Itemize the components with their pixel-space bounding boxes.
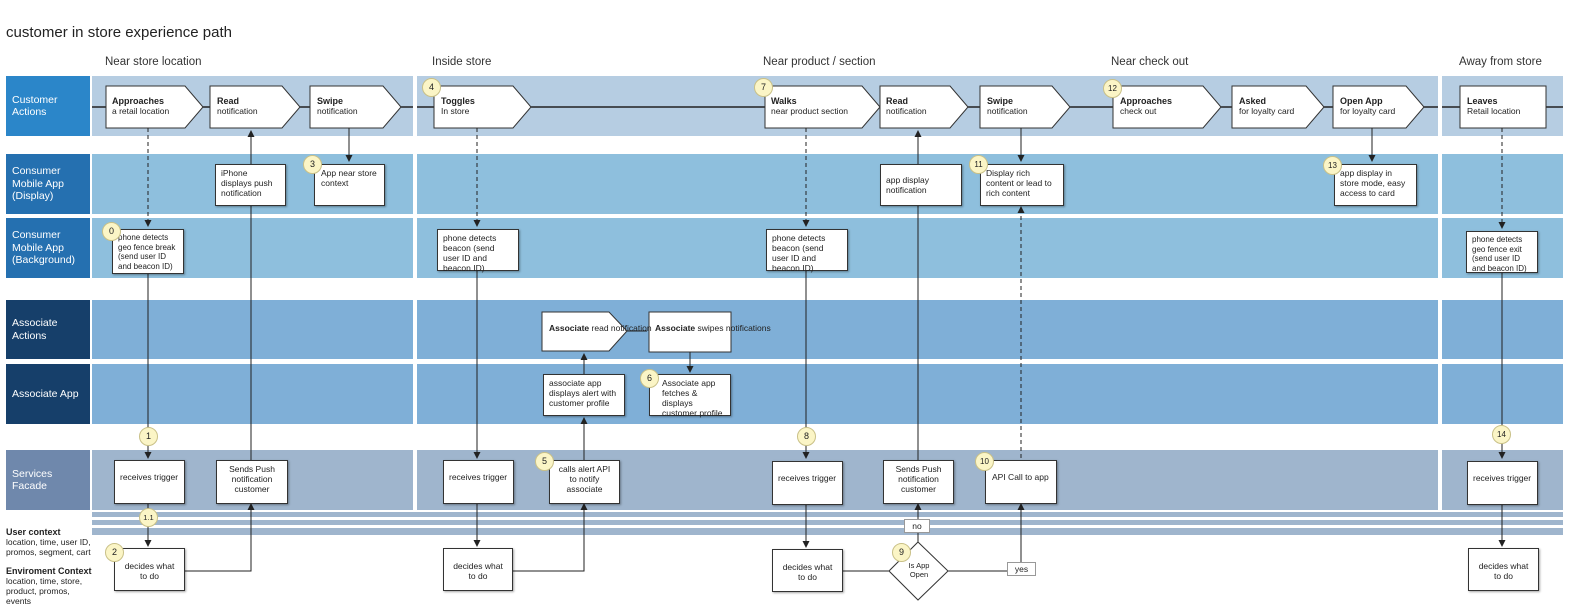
step-marker-4: 4 [422,78,441,97]
lane-label-background: Consumer Mobile App (Background) [6,218,90,278]
lane-label-services: Services Facade [6,450,90,510]
decision-is-app-open: Is App Open [908,561,930,579]
step-marker-13: 13 [1323,156,1342,175]
box-decides-4: decides what to do [1468,548,1539,591]
user-context-text: location, time, user ID, promos, segment… [6,537,91,557]
associate-read-notification: Associate read notification [549,323,652,333]
box-calls-alert-api: calls alert API to notify associate [549,460,620,504]
phase-near-product: Near product / section [763,56,876,68]
step-marker-12: 12 [1103,79,1122,98]
phase-near-checkout: Near check out [1111,56,1189,68]
diagram-title: customer in store experience path [6,24,232,41]
box-geo-fence-break: phone detects geo fence break (send user… [112,229,184,274]
phase-away-from-store: Away from store [1459,56,1542,68]
phase-inside-store: Inside store [432,56,492,68]
box-decides-1: decides what to do [114,548,185,591]
step-marker-1-1: 1.1 [139,508,158,527]
box-receives-trigger-4: receives trigger [1467,461,1538,505]
decision-no-label: no [904,519,930,533]
step-marker-10: 10 [975,452,994,471]
box-associate-fetch: Associate app fetches & displays custome… [649,374,731,418]
step-marker-1: 1 [139,427,158,446]
step-marker-5: 5 [535,452,554,471]
box-receives-trigger-3: receives trigger [772,461,843,505]
box-app-near-store: App near store context [314,164,385,206]
user-context: User context location, time, user ID, pr… [6,527,94,557]
step-marker-7: 7 [754,78,773,97]
step-marker-3: 3 [303,155,322,174]
box-decides-2: decides what to do [443,548,513,591]
box-receives-trigger-1: receives trigger [114,460,185,504]
box-beacon-detect-2: phone detects beacon (send user ID and b… [766,229,848,273]
environment-context-text: location, time, store, product, promos, … [6,576,83,606]
box-store-mode: app display in store mode, easy access t… [1334,164,1417,206]
box-sends-push-2: Sends Push notification customer [883,460,954,504]
box-api-call: API Call to app [985,460,1057,504]
box-decides-3: decides what to do [772,549,843,592]
lane-label-associate-actions: Associate Actions [6,300,90,359]
box-associate-alert: associate app displays alert with custom… [543,374,625,416]
box-sends-push-1: Sends Push notification customer [216,460,288,504]
lane-label-customer-actions: Customer Actions [6,76,90,136]
step-marker-6: 6 [640,369,659,388]
box-receives-trigger-2: receives trigger [443,460,514,504]
environment-context-title: Enviroment Context [6,566,92,576]
associate-swipes-notifications: Associate swipes notifications [655,323,771,333]
box-rich-content: Display rich content or lead to rich con… [980,164,1064,206]
environment-context: Enviroment Context location, time, store… [6,566,94,606]
box-beacon-detect-1: phone detects beacon (send user ID and b… [437,229,519,273]
step-marker-9: 9 [892,543,911,562]
decision-yes-label: yes [1007,562,1036,576]
box-iphone-push: iPhone displays push notification [215,164,286,206]
lane-label-associate-app: Associate App [6,364,90,424]
lane-label-display: Consumer Mobile App (Display) [6,154,90,214]
step-marker-0: 0 [102,222,121,241]
step-marker-11: 11 [969,155,988,174]
step-marker-14: 14 [1492,425,1511,444]
step-marker-8: 8 [797,427,816,446]
box-app-display-notification: app display notification [880,164,962,206]
step-marker-2: 2 [105,543,124,562]
box-geo-fence-exit: phone detects geo fence exit (send user … [1466,231,1538,273]
user-context-title: User context [6,527,61,537]
phase-near-store: Near store location [105,56,202,68]
